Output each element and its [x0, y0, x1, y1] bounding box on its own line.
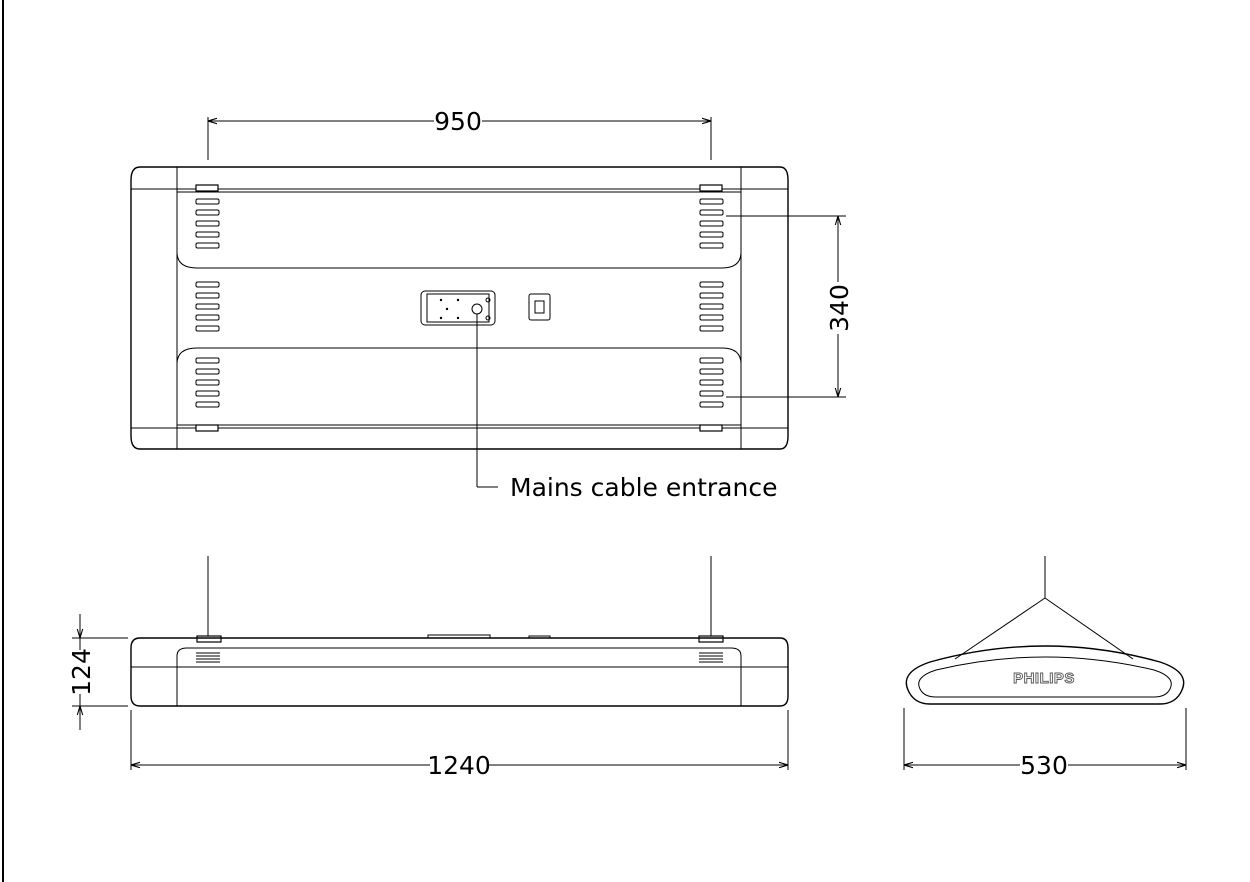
vent-slot: [699, 314, 724, 321]
lower-reflector-panel: [176, 347, 742, 426]
vent-slot: [699, 325, 724, 332]
vent-slot: [699, 390, 724, 397]
vent-slot: [195, 198, 220, 205]
side-view-outline: [130, 637, 789, 707]
vent-slot: [699, 292, 724, 299]
end-view-outline: [905, 645, 1185, 705]
vent-slot: [195, 220, 220, 227]
mains-cable-label: Mains cable entrance: [510, 473, 777, 502]
mains-cable-callout: Mains cable entrance: [476, 314, 777, 502]
end-view: PHILIPS: [905, 556, 1185, 705]
vent-slot: [699, 401, 724, 408]
vent-slot: [195, 401, 220, 408]
vent-slot: [699, 357, 724, 364]
philips-logo: PHILIPS: [1013, 670, 1075, 687]
vent-slot: [195, 231, 220, 238]
dimension-340: 340: [726, 215, 854, 398]
mains-connector-block: [420, 290, 496, 326]
dimension-1240: 1240: [130, 710, 789, 780]
vent-slot: [699, 281, 724, 288]
top-view-outline: [130, 166, 789, 450]
vent-slot: [195, 357, 220, 364]
ventilation-slots: [195, 198, 724, 408]
vent-slot: [195, 390, 220, 397]
vent-slot: [699, 379, 724, 386]
dimension-label-340: 340: [825, 284, 854, 332]
switch-block: [528, 293, 551, 321]
dimension-label-530: 530: [1020, 751, 1068, 780]
vent-slot: [195, 314, 220, 321]
vent-slot: [699, 242, 724, 249]
dimension-label-124: 124: [67, 648, 96, 696]
side-slots: [196, 652, 723, 663]
vent-slot: [195, 209, 220, 216]
vent-slot: [195, 281, 220, 288]
vent-slot: [195, 292, 220, 299]
upper-reflector-panel: [176, 191, 742, 269]
top-view: [130, 166, 789, 450]
vent-slot: [699, 231, 724, 238]
vent-slot: [699, 220, 724, 227]
vent-slot: [195, 379, 220, 386]
dimension-label-950: 950: [434, 107, 482, 136]
vent-slot: [699, 303, 724, 310]
dimension-label-1240: 1240: [427, 751, 491, 780]
vent-slot: [195, 368, 220, 375]
side-view: [130, 556, 789, 707]
vent-slot: [195, 325, 220, 332]
vent-slot: [195, 303, 220, 310]
vent-slot: [195, 242, 220, 249]
vent-slot: [699, 209, 724, 216]
vent-slot: [699, 198, 724, 205]
vent-slot: [699, 368, 724, 375]
dimension-530: 530: [903, 708, 1187, 780]
dimension-950: 950: [207, 107, 712, 160]
dimension-124: 124: [67, 614, 128, 730]
